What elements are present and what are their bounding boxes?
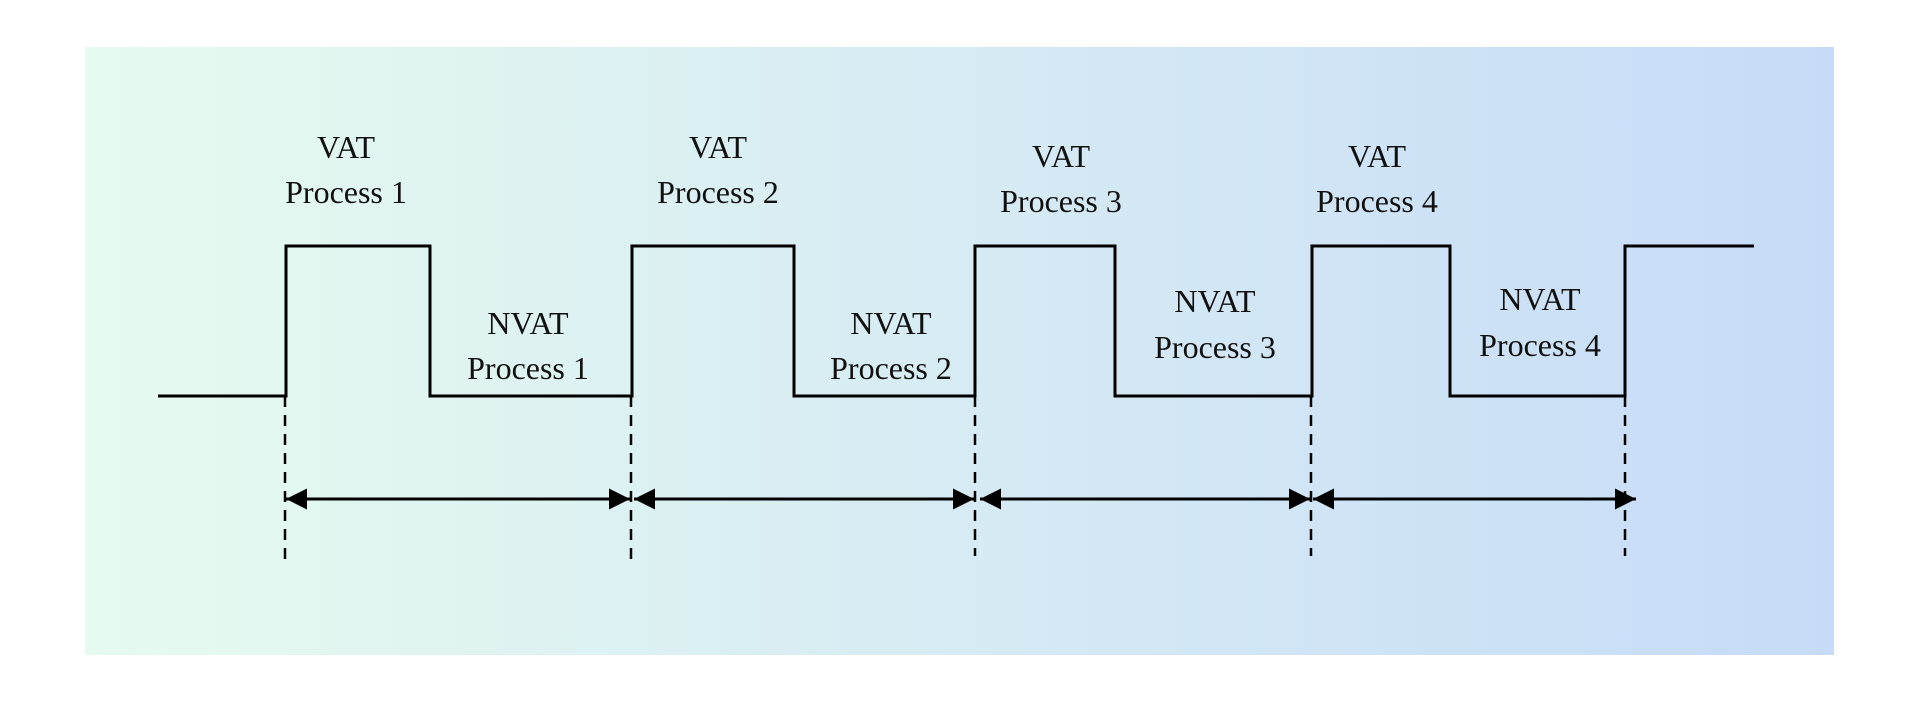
vat-label-4-process: Process 4 — [1316, 183, 1438, 219]
nvat-label-4: NVAT — [1499, 281, 1581, 317]
diagram-background — [85, 47, 1834, 655]
vat-label-3-process: Process 3 — [1000, 183, 1122, 219]
nvat-label-2: NVAT — [850, 305, 932, 341]
vat-label-2: VAT — [689, 129, 748, 165]
nvat-label-1: NVAT — [487, 305, 569, 341]
vat-label-3: VAT — [1032, 138, 1091, 174]
vat-label-1: VAT — [317, 129, 376, 165]
vat-label-2-process: Process 2 — [657, 174, 779, 210]
vat-label-4: VAT — [1348, 138, 1407, 174]
nvat-label-4-process: Process 4 — [1479, 327, 1601, 363]
nvat-label-1-process: Process 1 — [467, 350, 589, 386]
nvat-label-2-process: Process 2 — [830, 350, 952, 386]
nvat-label-3-process: Process 3 — [1154, 329, 1276, 365]
waveform — [158, 244, 1754, 398]
vat-label-1-process: Process 1 — [285, 174, 407, 210]
nvat-label-3: NVAT — [1174, 283, 1256, 319]
